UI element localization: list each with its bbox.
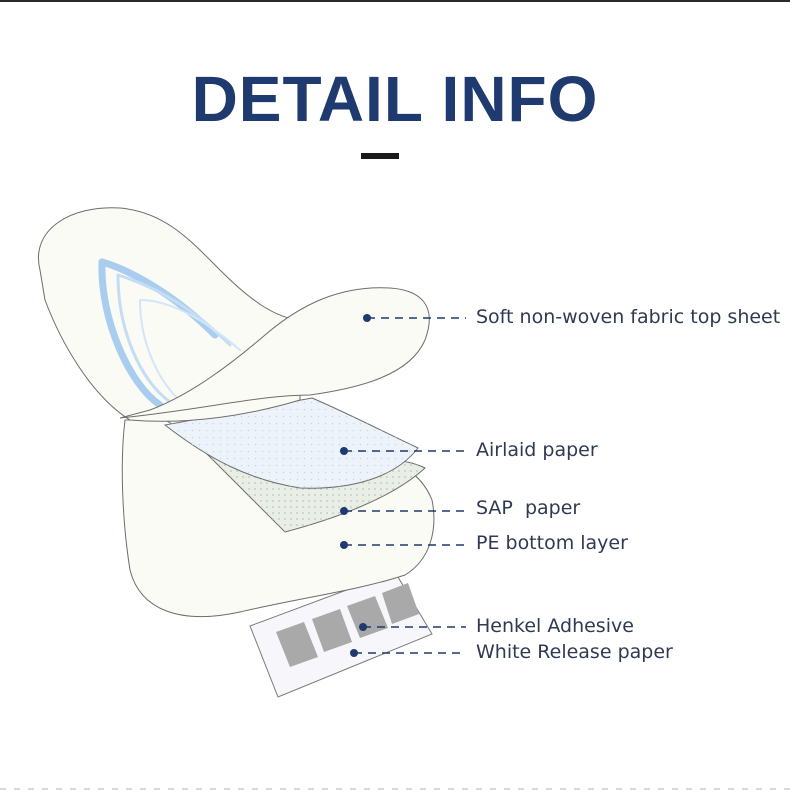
label-pe-bottom-layer: PE bottom layer [476, 532, 628, 554]
top-rule [0, 0, 790, 2]
bottom-divider [0, 788, 790, 790]
adhesive-strips [276, 583, 419, 667]
label-henkel-adhesive: Henkel Adhesive [476, 615, 634, 637]
title-underline [361, 153, 399, 159]
leader-dots [340, 314, 371, 657]
page-title: DETAIL INFO [191, 63, 599, 135]
label-airlaid-paper: Airlaid paper [476, 439, 598, 461]
label-sap-paper: SAP paper [476, 497, 581, 519]
leader-lines [344, 317, 466, 654]
top-sheet-flap [119, 287, 430, 419]
label-top-sheet: Soft non-woven fabric top sheet [476, 306, 781, 328]
label-white-release-paper: White Release paper [476, 641, 673, 663]
